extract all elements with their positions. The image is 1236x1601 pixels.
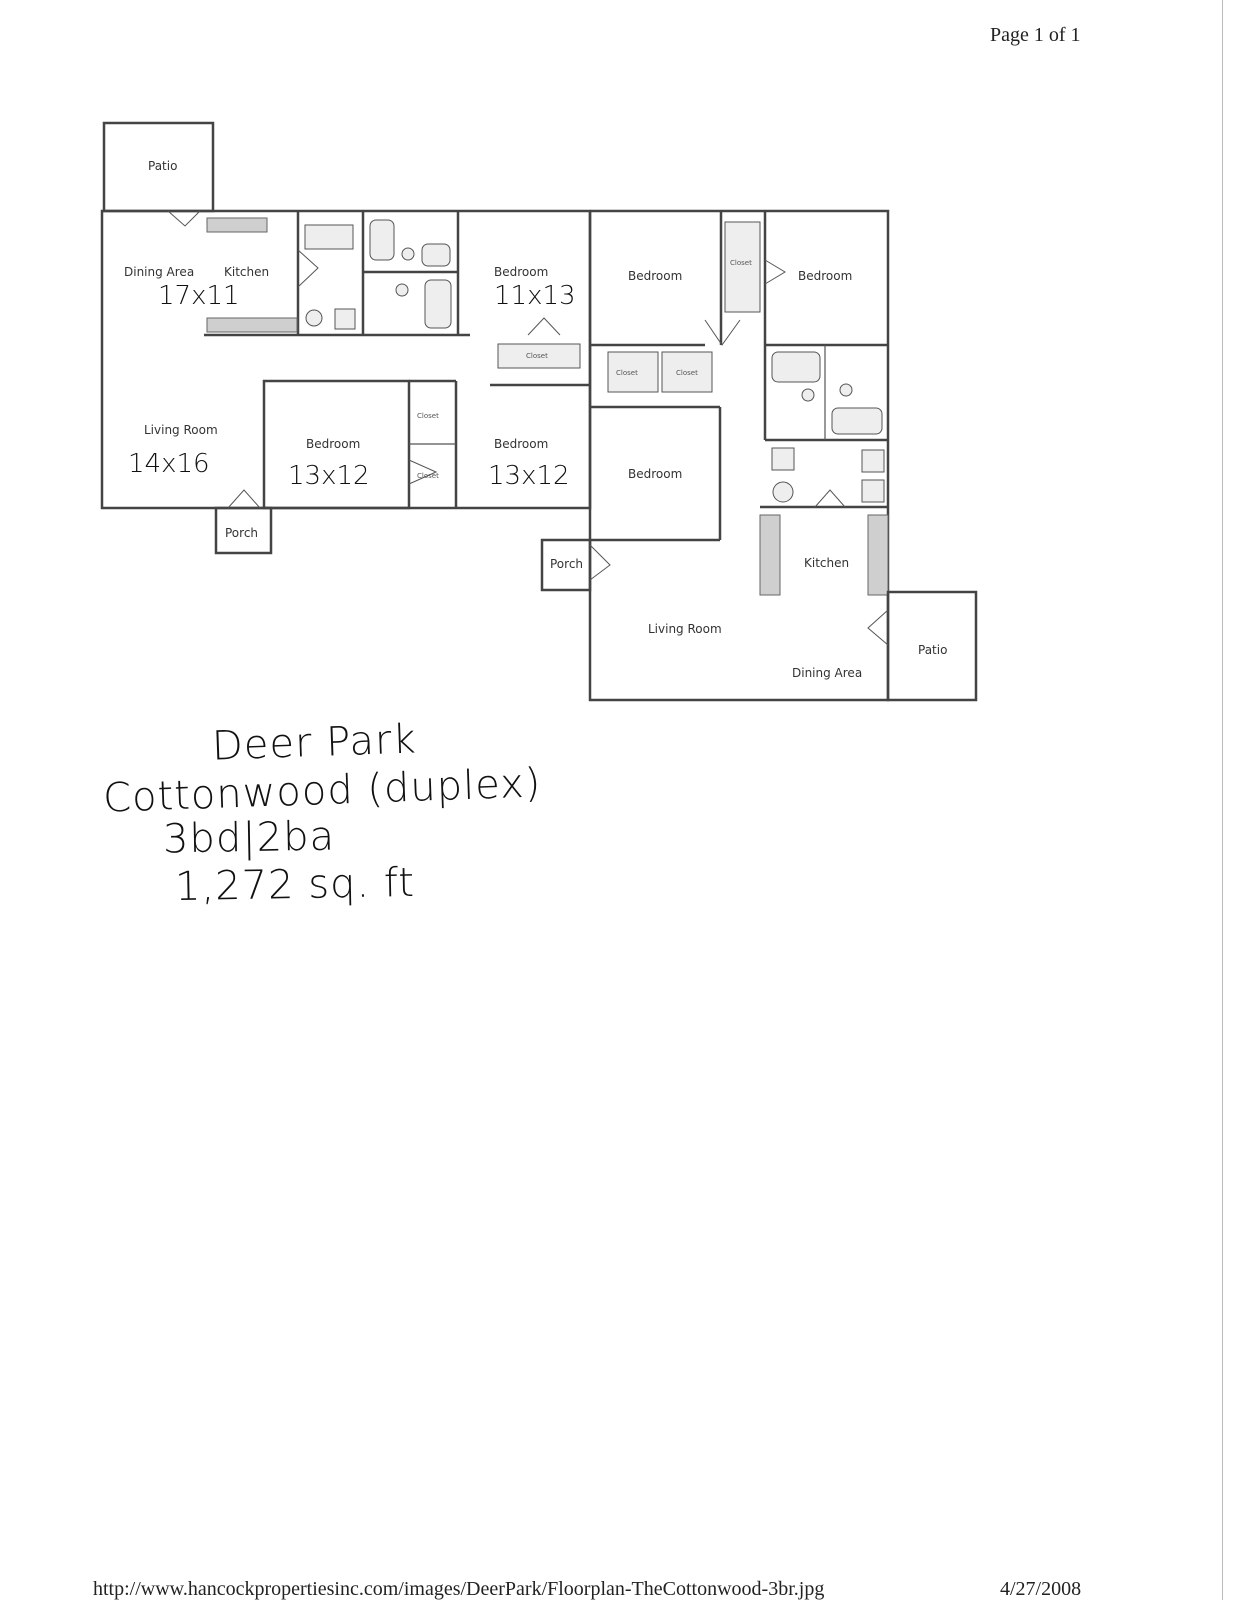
closet-block-3 xyxy=(724,221,761,313)
left-living-dim: 14x16 xyxy=(128,449,210,479)
porch-door xyxy=(227,489,261,509)
left-bedroom-mid-label: Bedroom xyxy=(306,437,360,451)
left-porch-label: Porch xyxy=(225,526,258,540)
kitchen-counter-top xyxy=(206,217,268,233)
sink-icon xyxy=(421,243,451,267)
right-patio-wall xyxy=(886,590,978,702)
footer-url: http://www.hancockpropertiesinc.com/imag… xyxy=(93,1578,825,1600)
left-unit: Patio Dining Area Kitchen 17x11 Bedroom … xyxy=(100,121,592,555)
scan-edge-line xyxy=(1222,0,1223,1600)
toilet-icon xyxy=(401,247,415,261)
left-bedroom-mid-dim: 13x12 xyxy=(288,461,370,491)
right-closet-3-label: Closet xyxy=(730,259,752,267)
panel-icon xyxy=(861,449,885,473)
panel-2-icon xyxy=(861,479,885,503)
kitchen-counter-bottom xyxy=(206,317,298,333)
toilet-2-icon xyxy=(395,283,409,297)
left-closet-2-label: Closet xyxy=(417,412,439,420)
right-patio-label: Patio xyxy=(918,643,947,657)
toilet-icon xyxy=(801,388,815,402)
floor-plan: Patio Dining Area Kitchen 17x11 Bedroom … xyxy=(100,121,978,702)
kitchen-counter-right xyxy=(867,514,889,596)
right-unit: Bedroom Bedroom Bedroom Kitchen Living R… xyxy=(540,209,978,702)
washer-icon xyxy=(305,309,323,327)
right-porch-label: Porch xyxy=(550,557,583,571)
handwritten-line-1: Deer Park xyxy=(211,716,418,770)
right-closet-2-label: Closet xyxy=(676,369,698,377)
left-closet-3-label: Closet xyxy=(417,472,439,480)
right-closet-1-label: Closet xyxy=(616,369,638,377)
toilet-2-icon xyxy=(839,383,853,397)
closet-block-1 xyxy=(607,351,659,393)
left-bedroom-right-label: Bedroom xyxy=(494,437,548,451)
bedroom-top-door xyxy=(527,317,561,336)
handwritten-line-2: Cottonwood (duplex) xyxy=(102,760,543,822)
left-dining-label: Dining Area xyxy=(124,265,194,279)
page-number: Page 1 of 1 xyxy=(990,24,1081,46)
handwritten-line-3: 3bd|2ba xyxy=(162,813,336,863)
closet-block-2 xyxy=(661,351,713,393)
right-porch-wall xyxy=(540,538,592,592)
left-closet-1-label: Closet xyxy=(526,352,548,360)
right-bedroom-c-label: Bedroom xyxy=(628,467,682,481)
footer-date: 4/27/2008 xyxy=(1000,1578,1082,1600)
patio-door xyxy=(167,210,201,227)
right-living-label: Living Room xyxy=(648,622,722,636)
porch-door xyxy=(589,544,611,581)
closet-door xyxy=(408,459,438,485)
kitchen-counter-left xyxy=(759,514,781,596)
left-dining-dim: 17x11 xyxy=(158,281,240,311)
bathtub-2-icon xyxy=(831,407,883,435)
left-bedroom-top-label: Bedroom xyxy=(494,265,548,279)
left-bedroom-top-dim: 11x13 xyxy=(494,281,576,311)
hall-door xyxy=(704,319,741,346)
left-bedroom-right-dim: 13x12 xyxy=(488,461,570,491)
right-bedroom-a-label: Bedroom xyxy=(628,269,682,283)
utility-door xyxy=(814,489,846,508)
handwritten-line-4: 1,272 sq. ft xyxy=(174,859,416,911)
stove-icon xyxy=(304,224,354,250)
closet-box xyxy=(497,343,581,369)
water-heater-icon xyxy=(771,447,795,471)
bathtub-icon xyxy=(369,219,395,261)
left-living-label: Living Room xyxy=(144,423,218,437)
left-porch-wall xyxy=(214,506,273,555)
bathtub-2-icon xyxy=(424,279,452,329)
kitchen-door xyxy=(297,249,319,288)
bathtub-icon xyxy=(771,351,821,383)
patio-door xyxy=(867,609,889,646)
dryer-icon xyxy=(334,308,356,330)
right-dining-label: Dining Area xyxy=(792,666,862,680)
left-kitchen-label: Kitchen xyxy=(224,265,269,279)
right-bedroom-b-label: Bedroom xyxy=(798,269,852,283)
washer-icon xyxy=(772,481,794,503)
left-patio-label: Patio xyxy=(148,159,177,173)
bedroom-b-door xyxy=(764,259,786,285)
right-kitchen-label: Kitchen xyxy=(804,556,849,570)
